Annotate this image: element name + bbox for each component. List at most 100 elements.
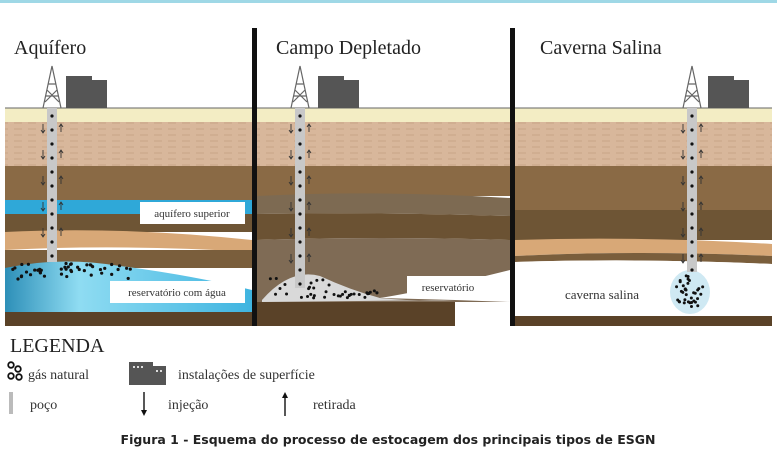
- gas-dot: [332, 292, 336, 296]
- gas-dot: [50, 142, 54, 146]
- gas-dot: [285, 292, 289, 296]
- gas-dot: [690, 170, 694, 174]
- gas-dot: [690, 254, 694, 258]
- gas-dot: [33, 268, 37, 272]
- arrow-up-icon: [58, 123, 64, 132]
- gas-dot: [681, 284, 685, 288]
- gas-dot: [65, 274, 69, 279]
- gas-dot: [11, 267, 15, 271]
- gas-dot: [324, 290, 328, 294]
- gas-dot: [693, 300, 697, 304]
- salt-cavern: [670, 270, 710, 314]
- arrow-down-icon: [680, 124, 686, 134]
- arrow-down-icon: [288, 150, 294, 160]
- gas-dot: [110, 262, 114, 267]
- arrow-down-icon: [680, 202, 686, 212]
- building-icon: [343, 80, 359, 108]
- gas-dot: [82, 269, 86, 273]
- gas-dot: [38, 267, 42, 271]
- building-icon: [733, 80, 749, 108]
- gas-dot: [50, 128, 54, 132]
- arrow-up-icon: [58, 175, 64, 184]
- gas-dot: [690, 268, 694, 272]
- gas-dot: [312, 294, 316, 298]
- gas-dots-icon: [7, 361, 23, 381]
- panel-divider: [252, 28, 257, 326]
- gas-dot: [117, 264, 122, 268]
- arrow-down-icon: [680, 176, 686, 186]
- gas-dot: [77, 267, 81, 272]
- gas-dot: [298, 170, 302, 174]
- gas-dot: [327, 283, 331, 287]
- gas-dot: [696, 304, 700, 308]
- gas-dot: [50, 198, 54, 202]
- gas-dot: [690, 212, 694, 216]
- gas-dot: [298, 282, 302, 286]
- derrick-icon: [42, 65, 62, 109]
- gas-dot: [298, 240, 302, 244]
- legend-label: retirada: [313, 398, 357, 413]
- gas-dot: [278, 286, 282, 290]
- arrow-down-icon: [40, 228, 46, 238]
- gas-dot: [50, 170, 54, 174]
- panel-title: Caverna Salina: [540, 37, 662, 59]
- gas-dot: [690, 184, 694, 188]
- gas-dot: [24, 270, 29, 274]
- legend-label: gás natural: [28, 368, 89, 383]
- gas-dot: [64, 261, 68, 266]
- arrow-down-icon: [680, 150, 686, 160]
- gas-dot: [69, 269, 74, 274]
- arrow-down-icon: [141, 392, 147, 416]
- gas-dot: [298, 268, 302, 272]
- gas-dot: [59, 267, 63, 271]
- figure-caption: Figura 1 - Esquema do processo de estoca…: [121, 432, 656, 447]
- gas-dot: [298, 212, 302, 216]
- gas-dot: [298, 184, 302, 188]
- arrow-up-icon: [306, 253, 312, 262]
- label-box: [407, 276, 489, 298]
- gas-dot: [686, 277, 690, 281]
- gas-dot: [50, 240, 54, 244]
- gas-dot: [690, 240, 694, 244]
- arrow-up-icon: [698, 175, 704, 184]
- gas-dot: [366, 291, 370, 295]
- gas-dot: [19, 274, 24, 278]
- arrow-down-icon: [288, 202, 294, 212]
- arrow-up-icon: [58, 149, 64, 158]
- arrow-up-icon: [58, 201, 64, 210]
- gas-dot: [343, 290, 347, 294]
- panel-divider: [510, 28, 515, 326]
- gas-dot: [59, 272, 64, 276]
- gas-dot: [298, 128, 302, 132]
- gas-dot: [375, 291, 379, 295]
- arrow-down-icon: [288, 124, 294, 134]
- gas-dot: [338, 294, 342, 298]
- arrow-up-icon: [58, 227, 64, 236]
- gas-dot: [128, 267, 132, 271]
- gas-dot: [372, 289, 376, 293]
- gas-dot: [699, 292, 703, 296]
- gas-dot: [268, 277, 272, 281]
- arrow-up-icon: [698, 149, 704, 158]
- arrow-down-icon: [288, 228, 294, 238]
- legend-label: poço: [30, 398, 57, 413]
- gas-dot: [309, 292, 313, 296]
- gas-dot: [696, 288, 700, 292]
- top-frame-line: [0, 0, 777, 3]
- label-box: [110, 281, 245, 303]
- gas-dot: [38, 271, 43, 275]
- gas-dot: [677, 300, 681, 304]
- gas-dot: [690, 300, 694, 304]
- gas-dot: [91, 265, 95, 269]
- arrow-down-icon: [40, 150, 46, 160]
- well-icon: [9, 392, 13, 414]
- gas-dot: [298, 254, 302, 258]
- arrow-down-icon: [40, 176, 46, 186]
- arrow-up-icon: [306, 201, 312, 210]
- legend-label: injeção: [168, 398, 208, 413]
- legend: LEGENDA gás natural instalações de super…: [7, 335, 357, 416]
- gas-dot: [298, 142, 302, 146]
- gas-dot: [103, 266, 107, 270]
- gas-dot: [298, 156, 302, 160]
